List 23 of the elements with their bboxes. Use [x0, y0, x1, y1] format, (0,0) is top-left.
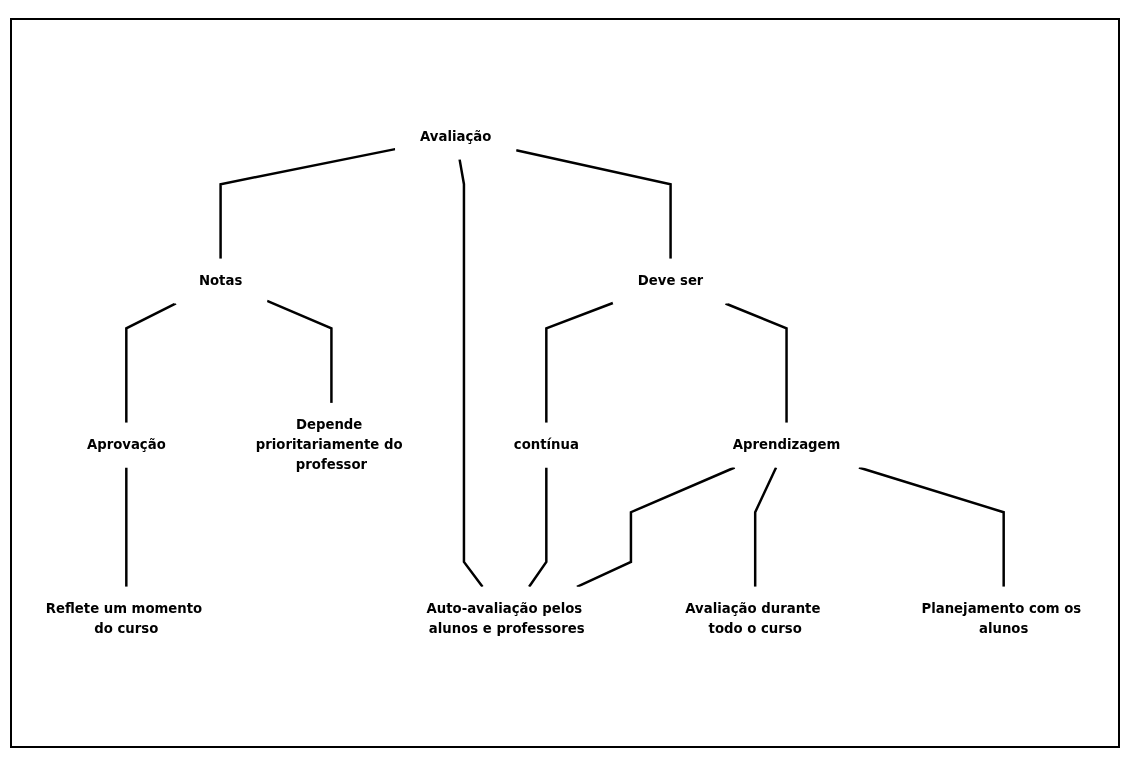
connector	[219, 147, 396, 259]
connector	[753, 466, 778, 587]
node-text: Notas	[198, 272, 243, 289]
connector	[515, 149, 672, 259]
connector	[528, 467, 548, 588]
node-text: Deve ser	[637, 272, 704, 289]
connector	[858, 466, 1005, 587]
connector	[545, 301, 614, 423]
node-text: Aprendizagem	[732, 436, 841, 453]
connector	[725, 302, 788, 423]
connector	[125, 467, 128, 587]
node-text: Planejamento com os alunos	[921, 600, 1082, 637]
node-text: Reflete um momento do curso	[45, 600, 203, 637]
node-text: Aprovação	[86, 436, 166, 453]
connector	[266, 299, 333, 403]
node-text: Depende prioritariamente do professor	[255, 416, 403, 473]
node-text: Avaliação	[420, 128, 492, 145]
node-text: Auto-avaliação pelos alunos e professores	[426, 600, 585, 637]
node-text: contínua	[513, 436, 579, 453]
connector	[458, 159, 484, 588]
connector	[125, 302, 177, 423]
node-text: Avaliação durante todo o curso	[685, 600, 821, 637]
connector	[576, 466, 736, 588]
